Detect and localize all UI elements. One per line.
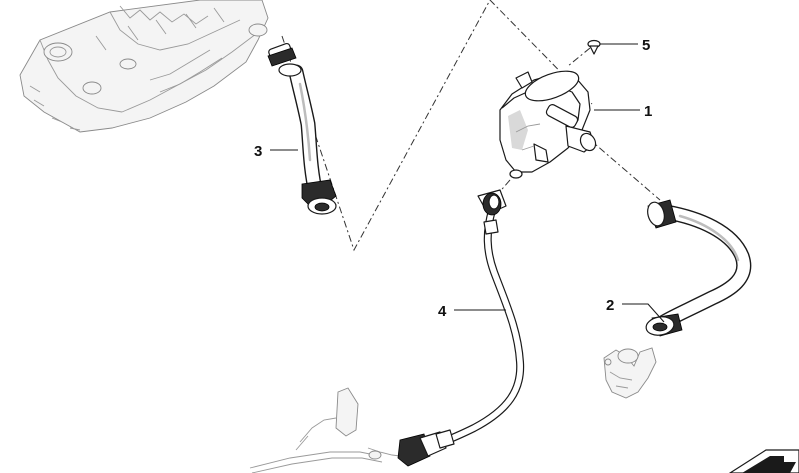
callout-numbers: 1 2 3 4 5 <box>254 37 652 320</box>
leader-2 <box>622 303 665 323</box>
part-4-vent-pipe[interactable] <box>397 189 525 467</box>
callout-4: 4 <box>438 303 447 320</box>
callout-5: 5 <box>642 37 650 54</box>
part-2-vent-hose[interactable] <box>645 199 752 337</box>
part-1-vent-valve[interactable] <box>499 65 599 179</box>
intake-pipe-bracket <box>249 387 401 473</box>
callout-1: 1 <box>644 103 652 120</box>
connection-flange <box>603 347 657 399</box>
part-3-vent-hose[interactable] <box>267 42 337 215</box>
cylinder-head-cover <box>19 0 269 133</box>
part-5-screw[interactable] <box>587 39 601 55</box>
callout-3: 3 <box>254 143 262 160</box>
next-arrow-icon[interactable] <box>728 449 799 473</box>
leader-lines <box>270 43 665 323</box>
assembly-dash-lines <box>281 0 661 252</box>
callout-2: 2 <box>606 297 614 314</box>
